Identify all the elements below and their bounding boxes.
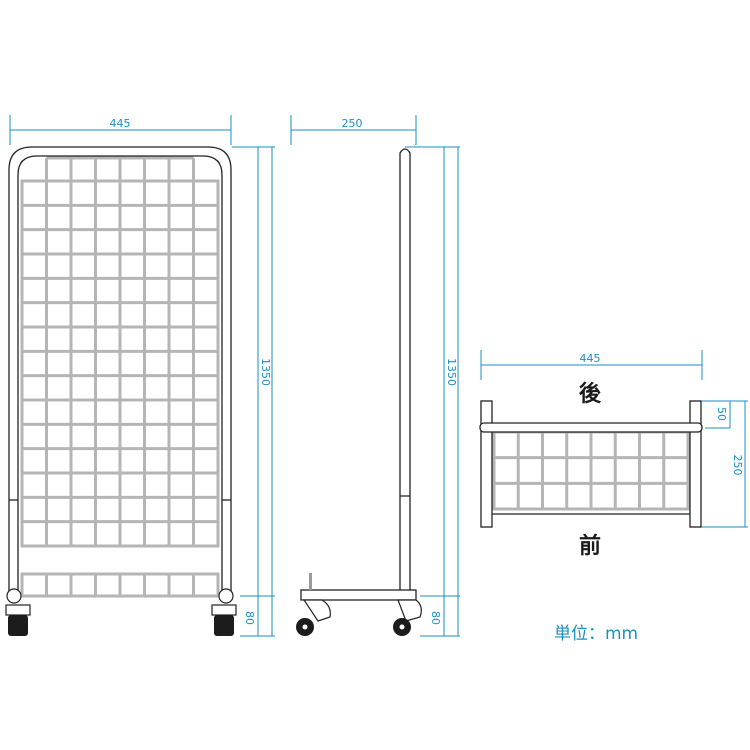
front-width-dimension [9, 115, 232, 145]
side-left-caster [296, 599, 331, 636]
side-post [399, 148, 411, 590]
front-height-dimension [232, 146, 275, 637]
top-frame [479, 400, 703, 528]
side-view: 250 1350 80 [290, 115, 460, 637]
unit-label: 単位：mm [554, 624, 638, 644]
top-view: 445 50 250 後 前 [479, 350, 748, 559]
front-right-caster [211, 588, 237, 636]
top-width-label: 445 [580, 352, 601, 365]
front-left-caster [5, 588, 31, 636]
rear-label: 後 [579, 381, 602, 407]
top-depth-dimension [700, 400, 748, 528]
top-depth-label: 250 [731, 455, 744, 476]
side-height-label: 1350 [445, 358, 458, 386]
front-frame [8, 146, 232, 596]
side-base [300, 573, 417, 601]
side-depth-dimension [290, 115, 417, 145]
front-base-height-label: 80 [243, 611, 256, 625]
front-height-label: 1350 [259, 358, 272, 386]
top-grid-mesh [492, 430, 690, 511]
front-grid-mesh [20, 156, 220, 598]
top-width-dimension [480, 350, 703, 380]
side-right-caster [393, 599, 422, 636]
front-view: 445 1350 80 [5, 115, 275, 637]
side-depth-label: 250 [342, 117, 363, 130]
side-base-height-label: 80 [429, 611, 442, 625]
side-height-dimension [405, 146, 460, 637]
top-rear-offset-label: 50 [715, 407, 728, 421]
front-width-label: 445 [110, 117, 131, 130]
front-label: 前 [579, 533, 601, 559]
